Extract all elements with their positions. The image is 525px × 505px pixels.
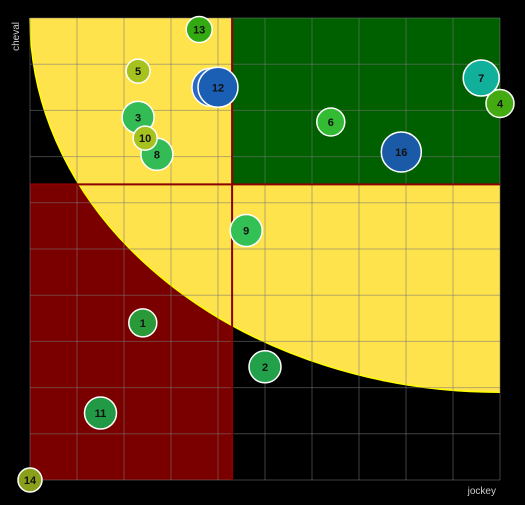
bubble-label: 4 xyxy=(497,98,504,110)
bubble-label: 9 xyxy=(243,226,249,238)
bubble-circle xyxy=(485,88,515,119)
bubble-label: 16 xyxy=(395,147,407,159)
bubble-circle xyxy=(83,396,118,430)
bubble-16: 16 xyxy=(380,131,423,173)
bubble-5: 5 xyxy=(125,58,151,84)
bubble-circle xyxy=(248,350,282,384)
quadrant-top-right xyxy=(232,18,500,185)
bubble-label: 10 xyxy=(139,133,151,145)
bubble-14: 14 xyxy=(17,467,43,493)
bubble-circle xyxy=(197,66,239,109)
bubble-4: 4 xyxy=(485,88,515,119)
bubble-circle xyxy=(185,15,213,44)
bubble-circle xyxy=(316,107,346,137)
bubble-label: 13 xyxy=(193,25,205,37)
bubble-label: 12 xyxy=(212,82,224,94)
bubble-circle xyxy=(125,58,151,84)
bubble-10: 10 xyxy=(132,125,158,151)
bubble-12: 12 xyxy=(197,66,239,109)
bubble-6: 6 xyxy=(316,107,346,137)
bubble-label: 8 xyxy=(154,149,160,161)
bubble-circle xyxy=(17,467,43,493)
bubble-circle xyxy=(128,308,158,338)
bubble-1: 1 xyxy=(128,308,158,338)
grid xyxy=(29,17,501,481)
bubble-label: 14 xyxy=(24,475,37,487)
bubble-label: 11 xyxy=(95,408,107,420)
bubble-circle xyxy=(229,213,263,248)
bubble-label: 5 xyxy=(135,66,141,78)
arc-curve xyxy=(29,17,501,393)
bubble-label: 1 xyxy=(140,318,146,330)
bubble-circle xyxy=(380,131,423,173)
bubble-13: 13 xyxy=(185,15,213,44)
bubble-label: 6 xyxy=(328,117,334,129)
bubble-label: 2 xyxy=(262,362,268,374)
bubble-circle xyxy=(132,125,158,151)
bubble-2: 2 xyxy=(248,350,282,384)
bubble-9: 9 xyxy=(229,213,263,248)
y-axis-label: cheval xyxy=(11,22,22,51)
bubble-label: 7 xyxy=(478,73,484,85)
x-axis-label: jockey xyxy=(467,486,496,497)
bubble-11: 11 xyxy=(83,396,118,430)
bubble-label: 3 xyxy=(135,112,141,124)
bubble-circle xyxy=(462,59,500,97)
bubble-7: 7 xyxy=(462,59,500,97)
